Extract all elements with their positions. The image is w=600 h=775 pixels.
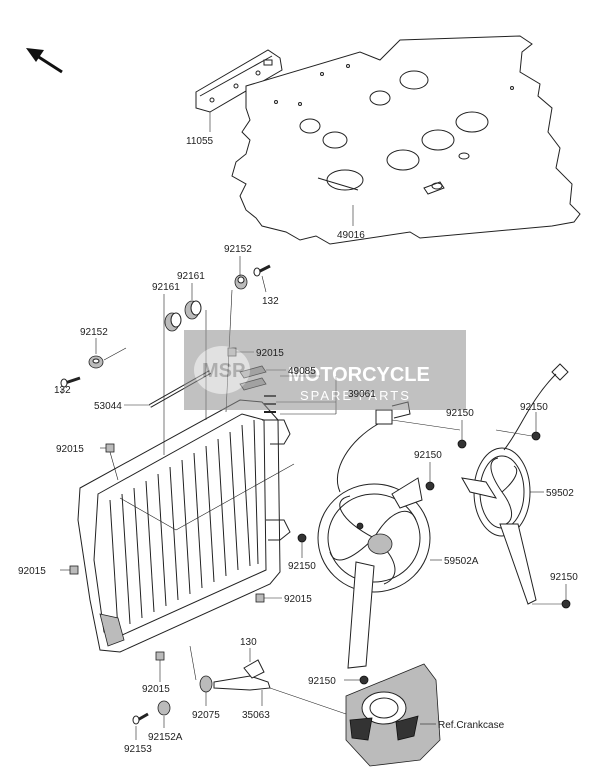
label-53044: 53044 bbox=[94, 401, 122, 412]
label-92161-a: 92161 bbox=[152, 282, 180, 293]
bolt-132-left bbox=[60, 376, 81, 394]
clip-92015-d bbox=[255, 593, 282, 603]
label-35063: 35063 bbox=[242, 710, 270, 721]
bolt-92150-b bbox=[495, 412, 541, 441]
label-49085: 49085 bbox=[288, 366, 316, 377]
grommet-92075 bbox=[189, 645, 213, 706]
radiator-core bbox=[77, 399, 295, 653]
label-92152-left: 92152 bbox=[80, 327, 108, 338]
bolt-92150-a bbox=[457, 420, 467, 449]
collar-92152-left bbox=[88, 338, 127, 369]
label-92150-c: 92150 bbox=[414, 450, 442, 461]
watermark-line2: SPARE PARTS bbox=[300, 388, 411, 403]
label-92150-e: 92150 bbox=[550, 572, 578, 583]
bolt-92150-f bbox=[344, 675, 369, 685]
direction-arrow-icon bbox=[26, 48, 63, 74]
label-92152A: 92152A bbox=[148, 732, 183, 743]
clip-92015-b bbox=[100, 443, 119, 481]
bolt-92153 bbox=[132, 712, 149, 740]
label-59502: 59502 bbox=[546, 488, 574, 499]
label-ref-crankcase: Ref.Crankcase bbox=[438, 720, 505, 731]
watermark-line1: MOTORCYCLE bbox=[288, 364, 430, 386]
fan-59502A bbox=[317, 477, 442, 669]
label-92150-a: 92150 bbox=[446, 408, 474, 419]
label-92015-e: 92015 bbox=[142, 684, 170, 695]
clip-92015-c bbox=[60, 565, 79, 575]
label-92015-a: 92015 bbox=[256, 348, 284, 359]
label-92015-c: 92015 bbox=[18, 566, 46, 577]
label-92150-d: 92150 bbox=[288, 561, 316, 572]
label-39061: 39061 bbox=[348, 389, 376, 400]
fan-59502 bbox=[461, 363, 569, 605]
label-92075: 92075 bbox=[192, 710, 220, 721]
label-132-left: 132 bbox=[54, 385, 71, 396]
crankcase-reference bbox=[345, 663, 441, 767]
bolt-132-top bbox=[253, 264, 271, 293]
label-92015-d: 92015 bbox=[284, 594, 312, 605]
label-132-top: 132 bbox=[262, 296, 279, 307]
clip-92015-e bbox=[155, 651, 165, 682]
watermark: MSP MOTORCYCLE SPARE PARTS bbox=[184, 330, 466, 410]
label-92153: 92153 bbox=[124, 744, 152, 755]
shroud-plate-49016 bbox=[231, 35, 581, 245]
bracket-35063 bbox=[213, 648, 347, 715]
label-92015-b: 92015 bbox=[56, 444, 84, 455]
label-92152-top: 92152 bbox=[224, 244, 252, 255]
label-59502A: 59502A bbox=[444, 556, 479, 567]
label-92150-b: 92150 bbox=[520, 402, 548, 413]
grommet-92161-a bbox=[163, 294, 182, 455]
bracket-11055 bbox=[195, 49, 283, 132]
bolt-92150-c bbox=[425, 462, 435, 491]
bolt-92150-e bbox=[532, 584, 571, 609]
wiring-connector bbox=[336, 401, 461, 493]
bolt-92150-d bbox=[297, 533, 307, 558]
label-11055: 11055 bbox=[186, 136, 214, 147]
label-92161-b: 92161 bbox=[177, 271, 205, 282]
label-92150-f: 92150 bbox=[308, 676, 336, 687]
label-130: 130 bbox=[240, 637, 257, 648]
label-49016: 49016 bbox=[337, 230, 365, 241]
watermark-badge: MSP bbox=[202, 360, 245, 382]
collar-92152A bbox=[157, 700, 171, 728]
